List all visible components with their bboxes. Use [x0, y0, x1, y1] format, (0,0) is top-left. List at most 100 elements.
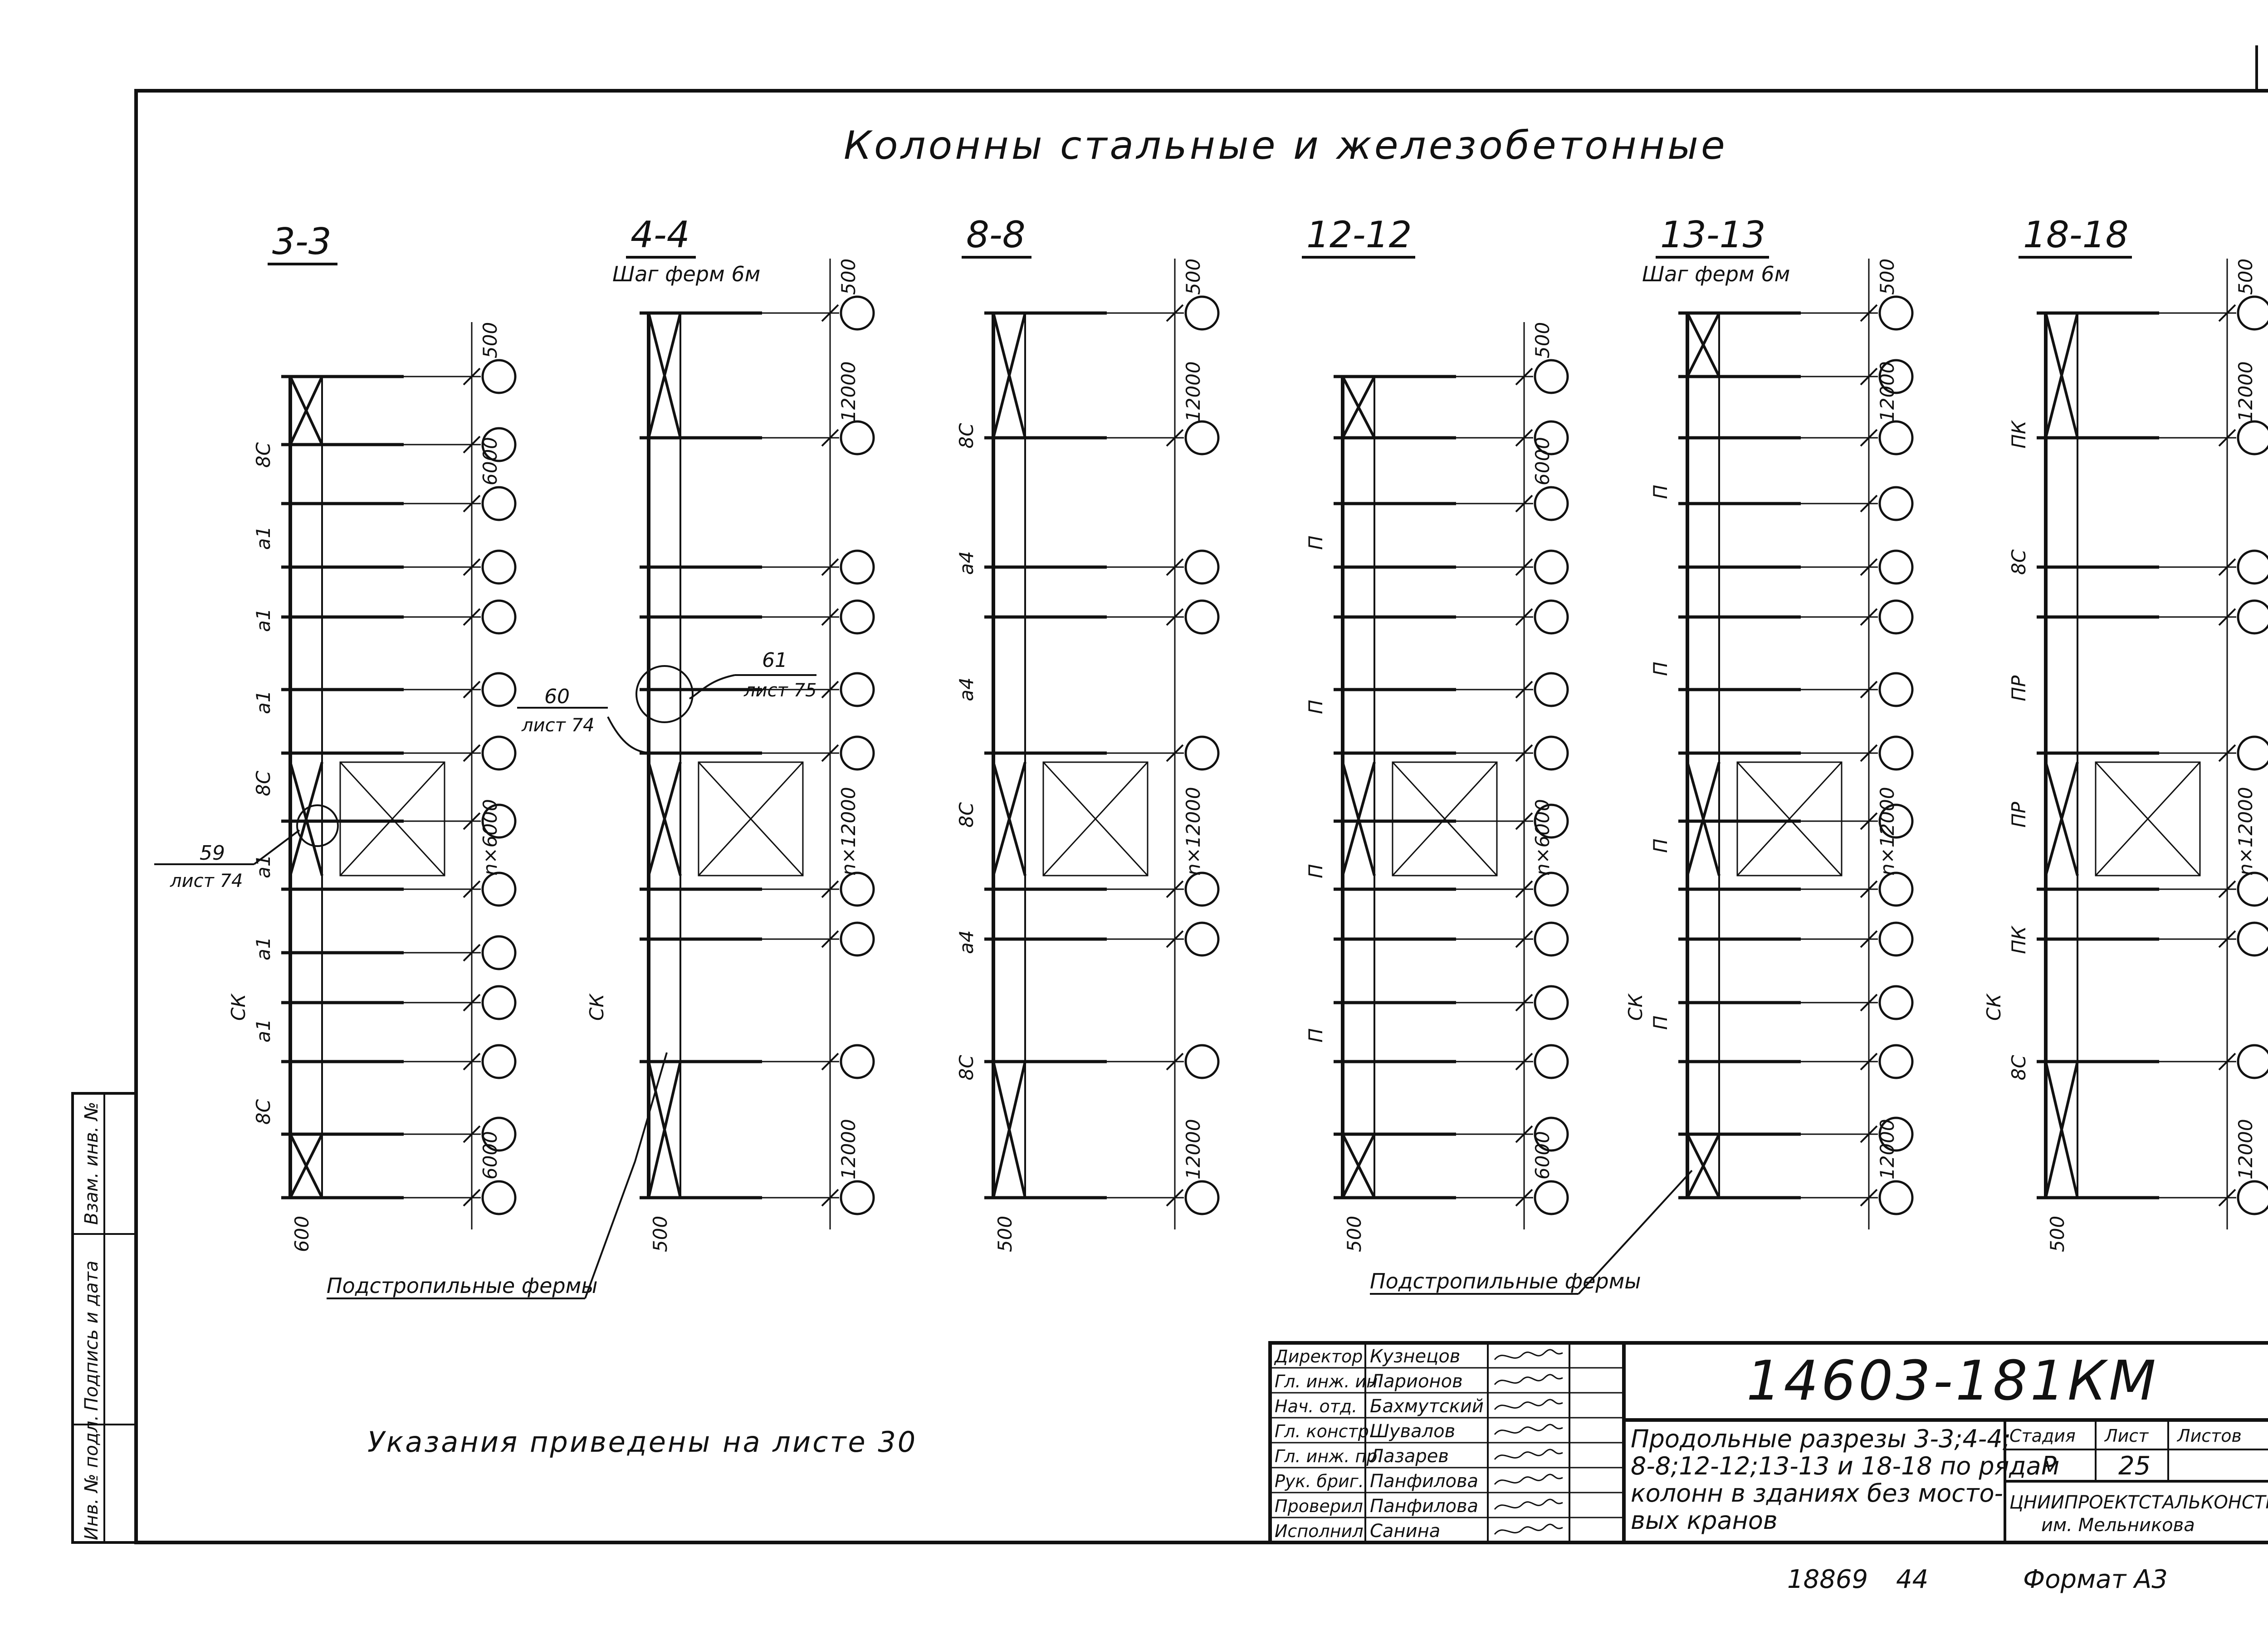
sheet-header: Лист — [2104, 1426, 2149, 1446]
member-tag: а1 — [252, 937, 274, 960]
dim-top: 500 — [1876, 259, 1898, 295]
axis-bubble — [1184, 1044, 1220, 1079]
axis-bubble — [2237, 735, 2268, 771]
staff-name: Панфилова — [1370, 1471, 1478, 1492]
org-line-2: им. Мельникова — [2041, 1515, 2195, 1536]
side-stamp-repl: Взам. инв. № — [81, 1102, 102, 1225]
axis-bubble — [1878, 359, 1914, 394]
truss-label-right: Подстропильные фермы — [1370, 1170, 1693, 1295]
section-3-3: 3-35006000n×600060006008Са1а1а18Са1а1а18… — [227, 220, 517, 1252]
staff-role: Рук. бриг. — [1275, 1471, 1364, 1491]
staff-name: Шувалов — [1370, 1421, 1455, 1442]
dim-bottom-span: 12000 — [1876, 1119, 1898, 1180]
callout-number: 60 — [544, 685, 570, 708]
axis-bubble — [840, 735, 875, 771]
footer-copy: 44 — [1896, 1565, 1928, 1594]
axis-bubble — [1878, 1180, 1914, 1215]
axis-bubble — [1534, 872, 1569, 907]
dim-bottom: 600 — [291, 1216, 313, 1252]
axis-bubble — [1534, 599, 1569, 635]
axis-bubble — [1878, 872, 1914, 907]
callout-sheet: лист 74 — [521, 715, 594, 736]
member-tag: П — [1649, 485, 1672, 499]
ck-tag: СК — [1983, 993, 2005, 1021]
section-subtitle: Шаг ферм 6м — [612, 262, 760, 286]
axis-bubble — [1184, 872, 1220, 907]
side-stamp: Инв. № подл. Подпись и дата Взам. инв. № — [71, 1092, 137, 1544]
axis-bubble — [2237, 295, 2268, 331]
axis-bubble — [1534, 735, 1569, 771]
axis-bubble — [1534, 486, 1569, 521]
signature — [1494, 1399, 1563, 1410]
dim-top-span: 12000 — [2234, 361, 2257, 422]
signature — [1494, 1498, 1563, 1510]
section-label: 8-8 — [966, 214, 1026, 256]
staff-name: Бахмутский — [1370, 1396, 1484, 1417]
footer-format: Формат А3 — [2023, 1565, 2168, 1594]
org-line-1: ЦНИИПРОЕКТСТАЛЬКОНСТРУКЦИЯ — [2009, 1492, 2268, 1513]
axis-bubble — [1878, 295, 1914, 331]
member-tag: 8С — [252, 770, 274, 796]
dim-top-span: 12000 — [837, 361, 860, 422]
signature — [1494, 1523, 1563, 1535]
signature — [1494, 1474, 1563, 1485]
dim-bottom: 500 — [2046, 1216, 2068, 1252]
staff-name: Кузнецов — [1370, 1346, 1460, 1367]
section-label: 4-4 — [631, 214, 690, 256]
axis-bubble — [481, 427, 517, 462]
dim-mid-span: n×6000 — [1531, 799, 1554, 876]
section-label: 12-12 — [1306, 214, 1412, 256]
axis-bubble — [1534, 359, 1569, 394]
axis-bubble — [1184, 735, 1220, 771]
member-tag: 8С — [2008, 1055, 2030, 1081]
callout-59: 59 лист 74 — [154, 804, 339, 891]
axis-bubble — [2237, 921, 2268, 957]
axis-bubble — [1534, 921, 1569, 957]
member-tag: 8С — [252, 442, 274, 468]
sheet-frame — [134, 89, 2268, 1544]
axis-bubble — [1878, 1116, 1914, 1152]
member-tag: а4 — [955, 677, 978, 701]
side-stamp-sign: Подпись и дата — [81, 1261, 102, 1411]
description-line-4: вых кранов — [1631, 1506, 1778, 1535]
axis-bubble — [481, 985, 517, 1020]
member-tag: ПР — [2008, 675, 2030, 701]
sheets-header: Листов — [2176, 1426, 2242, 1446]
callout-number: 61 — [762, 649, 787, 672]
axis-bubble — [2237, 872, 2268, 907]
axis-bubble — [1878, 549, 1914, 585]
member-tag: а1 — [252, 608, 274, 632]
axis-bubble — [481, 1044, 517, 1079]
callout-number: 59 — [200, 842, 225, 865]
axis-bubble — [1534, 1180, 1569, 1215]
description-line-2: 8-8;12-12;13-13 и 18-18 по рядам — [1631, 1452, 2059, 1480]
axis-bubble — [1878, 803, 1914, 839]
member-tag: а1 — [252, 690, 274, 714]
side-stamp-inv: Инв. № подл. — [81, 1415, 102, 1540]
dim-bottom: 500 — [994, 1216, 1016, 1252]
dim-top-span: 6000 — [1531, 437, 1554, 485]
section-label: 3-3 — [272, 220, 332, 263]
member-tag: ПК — [2008, 925, 2030, 954]
ck-tag: СК — [586, 993, 608, 1021]
section-subtitle: Шаг ферм 6м — [1642, 262, 1790, 286]
member-tag: а4 — [955, 930, 978, 954]
signature — [1494, 1424, 1563, 1435]
dim-mid-span: n×12000 — [2234, 787, 2257, 876]
callout-sheet: лист 74 — [170, 871, 243, 891]
dim-top: 500 — [479, 322, 501, 358]
truss-label-text: Подстропильные фермы — [1370, 1269, 1641, 1293]
axis-bubble — [1878, 1044, 1914, 1079]
member-tag: ПР — [2008, 802, 2030, 828]
axis-bubble — [481, 872, 517, 907]
member-tag: а4 — [955, 551, 978, 575]
footer-order: 18869 — [1787, 1565, 1868, 1594]
member-tag: П — [1649, 661, 1672, 676]
dim-top: 500 — [837, 259, 860, 295]
dim-mid-span: n×12000 — [837, 787, 860, 876]
axis-bubble — [481, 1180, 517, 1215]
member-tag: П — [1305, 535, 1327, 550]
axis-bubble — [481, 549, 517, 585]
